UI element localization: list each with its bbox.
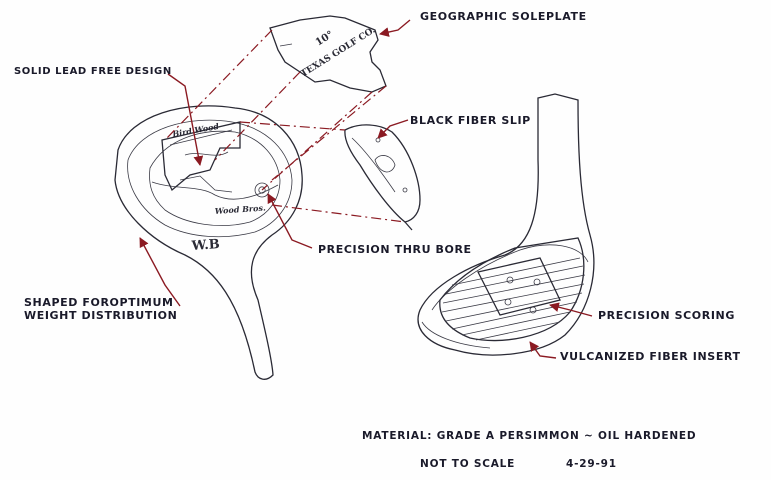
face-scoring-lines [441,257,586,341]
label-precision-scoring: PRECISION SCORING [598,309,735,322]
soleplate-maker-stamp: TEXAS GOLF CO. [299,26,377,80]
soleplate-degree-stamp: 10° [314,29,336,48]
label-shaped-line2: WEIGHT DISTRIBUTION [24,309,178,322]
black-fiber-slip-part [344,124,421,231]
label-vulcanized-fiber-insert: VULCANIZED FIBER INSERT [560,350,741,363]
head-script-stamp: Wood Bros. [214,202,266,216]
footer-scale-note: NOT TO SCALE [420,458,516,470]
club-head-face-view [417,93,595,356]
label-black-fiber-slip: BLACK FIBER SLIP [410,114,531,127]
label-shaped-line1: SHAPED FOROPTIMUM [24,296,174,309]
assembly-guide-lines [164,29,406,223]
label-geographic-soleplate: GEOGRAPHIC SOLEPLATE [420,10,587,23]
head-initials-stamp: W.B [190,237,220,254]
footer-material-note: MATERIAL: GRADE A PERSIMMON ~ OIL HARDEN… [362,430,697,442]
vulcanized-fiber-insert-shape [477,257,561,316]
label-solid-lead-free-design: SOLID LEAD FREE DESIGN [14,66,172,77]
label-precision-thru-bore: PRECISION THRU BORE [318,243,472,256]
footer-date: 4-29-91 [566,458,617,470]
label-leaders [139,19,593,359]
geographic-soleplate-part: 10° TEXAS GOLF CO. [269,15,387,93]
thru-bore-hole [254,182,270,198]
